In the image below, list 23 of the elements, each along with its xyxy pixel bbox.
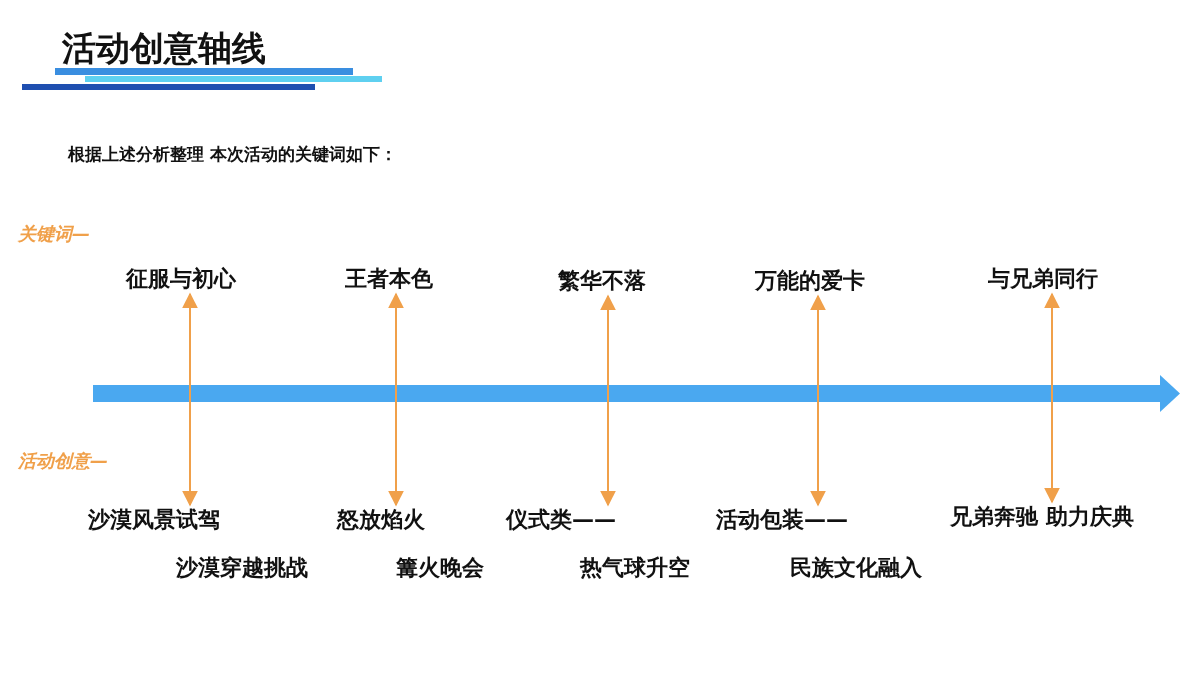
idea-text: 兄弟奔驰 助力庆典 — [950, 502, 1134, 532]
double-arrow — [810, 294, 826, 507]
double-arrow — [388, 292, 404, 507]
idea-text: 仪式类—— — [506, 505, 616, 535]
row-label: 活动创意— — [18, 449, 108, 473]
keyword-text: 王者本色 — [345, 264, 433, 294]
slide-title: 活动创意轴线 — [62, 27, 266, 70]
idea-text: 活动包装—— — [716, 505, 848, 535]
idea-text: 怒放焰火 — [337, 505, 425, 535]
idea-text: 沙漠穿越挑战 — [176, 553, 308, 583]
intro-text: 根据上述分析整理 本次活动的关键词如下： — [68, 143, 397, 166]
keyword-text: 繁华不落 — [558, 266, 646, 296]
row-label: 关键词— — [18, 222, 90, 246]
idea-text: 沙漠风景试驾 — [88, 505, 220, 535]
double-arrow — [182, 292, 198, 507]
keyword-text: 与兄弟同行 — [988, 264, 1098, 294]
idea-text: 篝火晚会 — [396, 553, 484, 583]
idea-text: 热气球升空 — [580, 553, 690, 583]
keyword-text: 万能的爱卡 — [755, 266, 865, 296]
idea-text: 民族文化融入 — [790, 553, 922, 583]
double-arrow — [600, 294, 616, 507]
double-arrow — [1044, 292, 1060, 504]
keyword-text: 征服与初心 — [126, 264, 236, 294]
